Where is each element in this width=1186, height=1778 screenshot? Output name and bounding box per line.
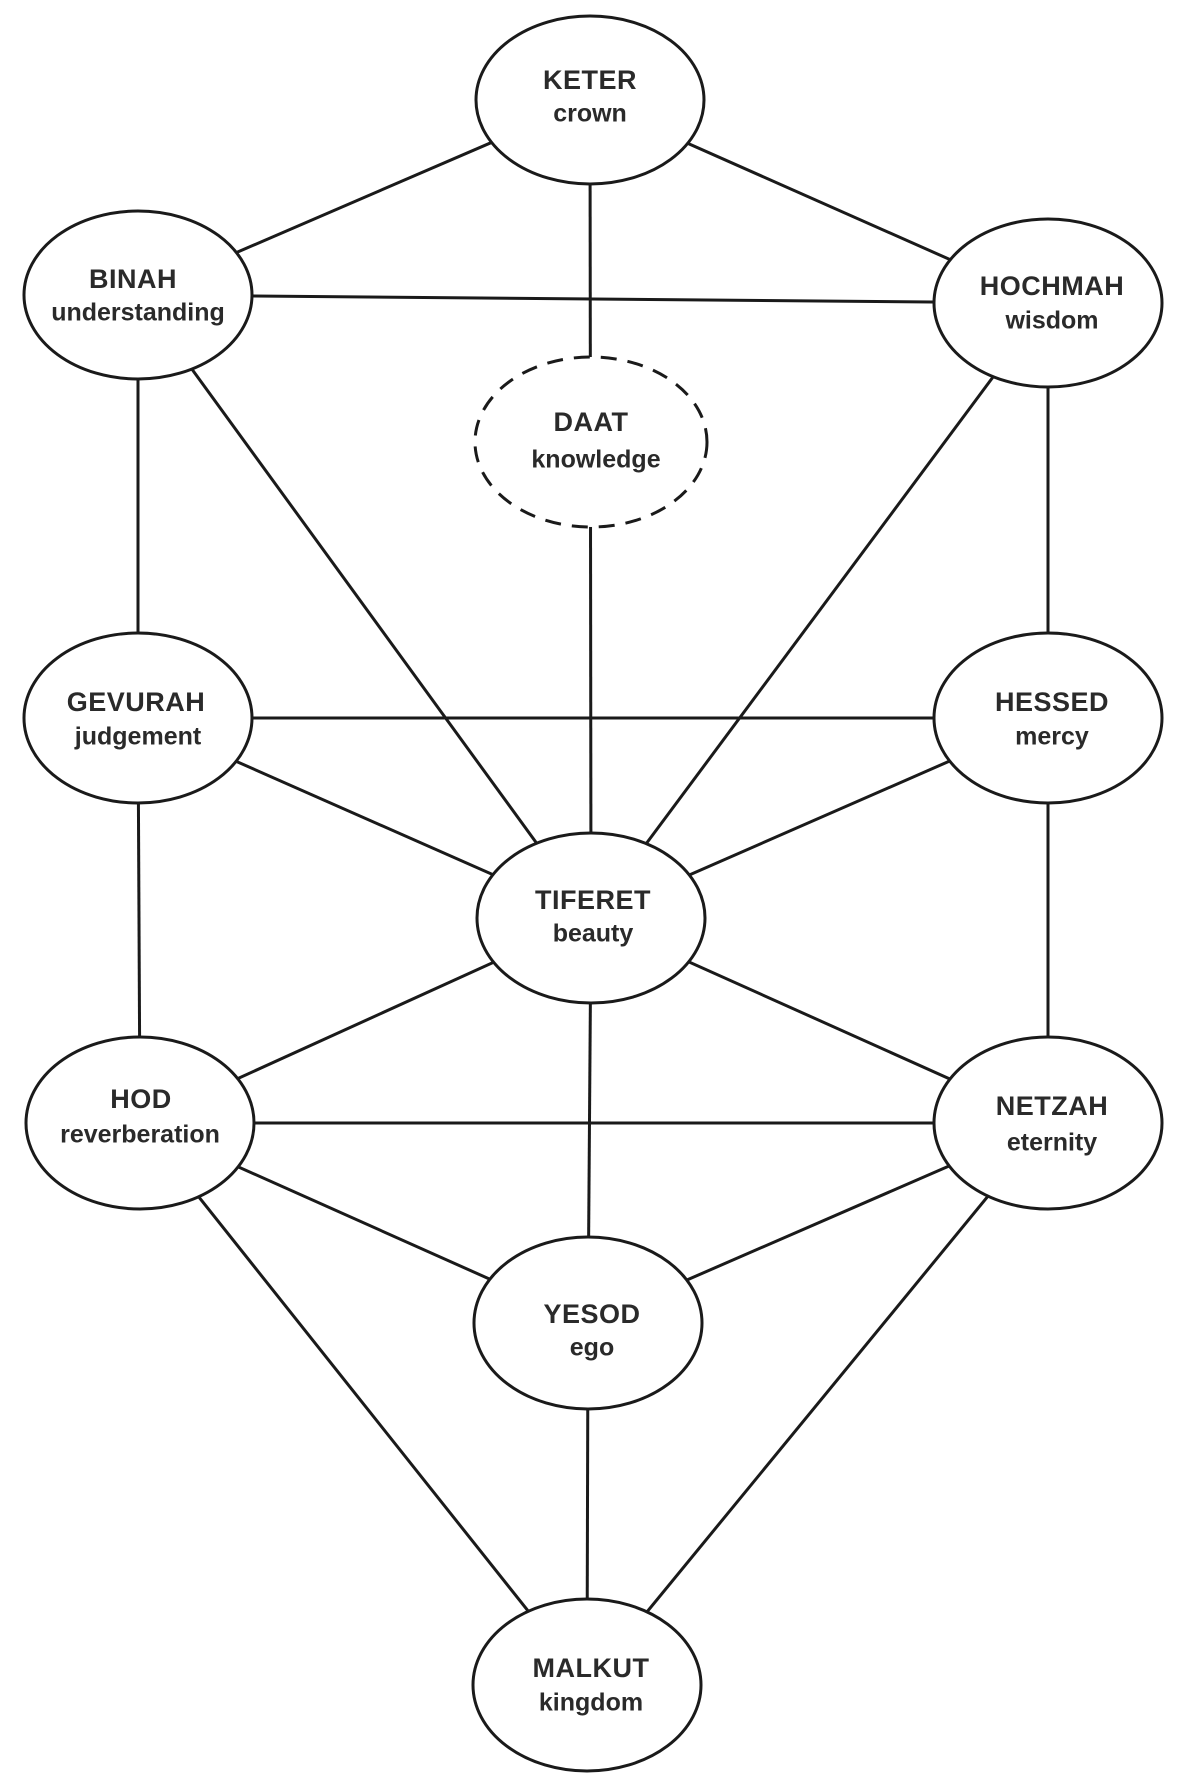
nodes: KETER crown BINAH understanding HOCHMAH …	[22, 14, 1164, 1773]
node-malkut-subtitle: kingdom	[539, 1689, 643, 1717]
node-tiferet-ellipse	[475, 831, 707, 1005]
node-hochmah-title: HOCHMAH	[980, 271, 1125, 301]
node-gevurah-ellipse	[22, 631, 254, 805]
node-keter-subtitle: crown	[553, 100, 627, 128]
node-hochmah-ellipse	[932, 217, 1164, 389]
edge-hochmah-tiferet	[589, 302, 1050, 919]
node-yesod-title: YESOD	[543, 1299, 640, 1329]
edge-binah-tiferet	[136, 294, 593, 919]
node-daat: DAAT knowledge	[473, 355, 709, 529]
node-hessed-ellipse	[932, 631, 1164, 805]
node-yesod: YESOD ego	[472, 1235, 704, 1411]
node-yesod-ellipse	[472, 1235, 704, 1411]
node-hod-subtitle: reverberation	[60, 1121, 220, 1149]
node-hessed-title: HESSED	[995, 687, 1109, 717]
node-hessed: HESSED mercy	[932, 631, 1164, 805]
node-hochmah-subtitle: wisdom	[1004, 307, 1098, 335]
node-netzah-subtitle: eternity	[1007, 1129, 1097, 1157]
node-malkut: MALKUT kingdom	[471, 1597, 703, 1773]
node-keter: KETER crown	[474, 14, 706, 186]
node-hod: HOD reverberation	[24, 1035, 256, 1211]
edge-netzah-malkut	[585, 1122, 1050, 1686]
node-keter-title: KETER	[543, 65, 637, 95]
node-hessed-subtitle: mercy	[1015, 723, 1089, 751]
edge-hod-malkut	[138, 1122, 589, 1686]
node-malkut-ellipse	[471, 1597, 703, 1773]
edge-binah-hochmah	[137, 293, 1049, 305]
node-gevurah: GEVURAH judgement	[22, 631, 254, 805]
node-binah-subtitle: understanding	[51, 299, 225, 327]
node-keter-ellipse	[474, 14, 706, 186]
node-netzah-ellipse	[932, 1035, 1164, 1211]
node-hochmah: HOCHMAH wisdom	[932, 217, 1164, 389]
node-binah-ellipse	[22, 209, 254, 381]
node-binah: BINAH understanding	[22, 209, 254, 381]
node-malkut-title: MALKUT	[533, 1653, 650, 1683]
node-daat-ellipse	[473, 355, 709, 529]
node-hod-title: HOD	[110, 1084, 172, 1114]
node-daat-subtitle: knowledge	[531, 446, 660, 474]
node-gevurah-title: GEVURAH	[67, 687, 206, 717]
node-yesod-subtitle: ego	[570, 1334, 614, 1362]
node-netzah-title: NETZAH	[996, 1091, 1109, 1121]
node-tiferet: TIFERET beauty	[475, 831, 707, 1005]
node-binah-title: BINAH	[89, 264, 177, 294]
node-netzah: NETZAH eternity	[932, 1035, 1164, 1211]
node-daat-title: DAAT	[554, 407, 629, 437]
node-gevurah-subtitle: judgement	[74, 723, 202, 751]
node-hod-ellipse	[24, 1035, 256, 1211]
node-tiferet-subtitle: beauty	[553, 920, 634, 948]
node-tiferet-title: TIFERET	[535, 885, 651, 915]
